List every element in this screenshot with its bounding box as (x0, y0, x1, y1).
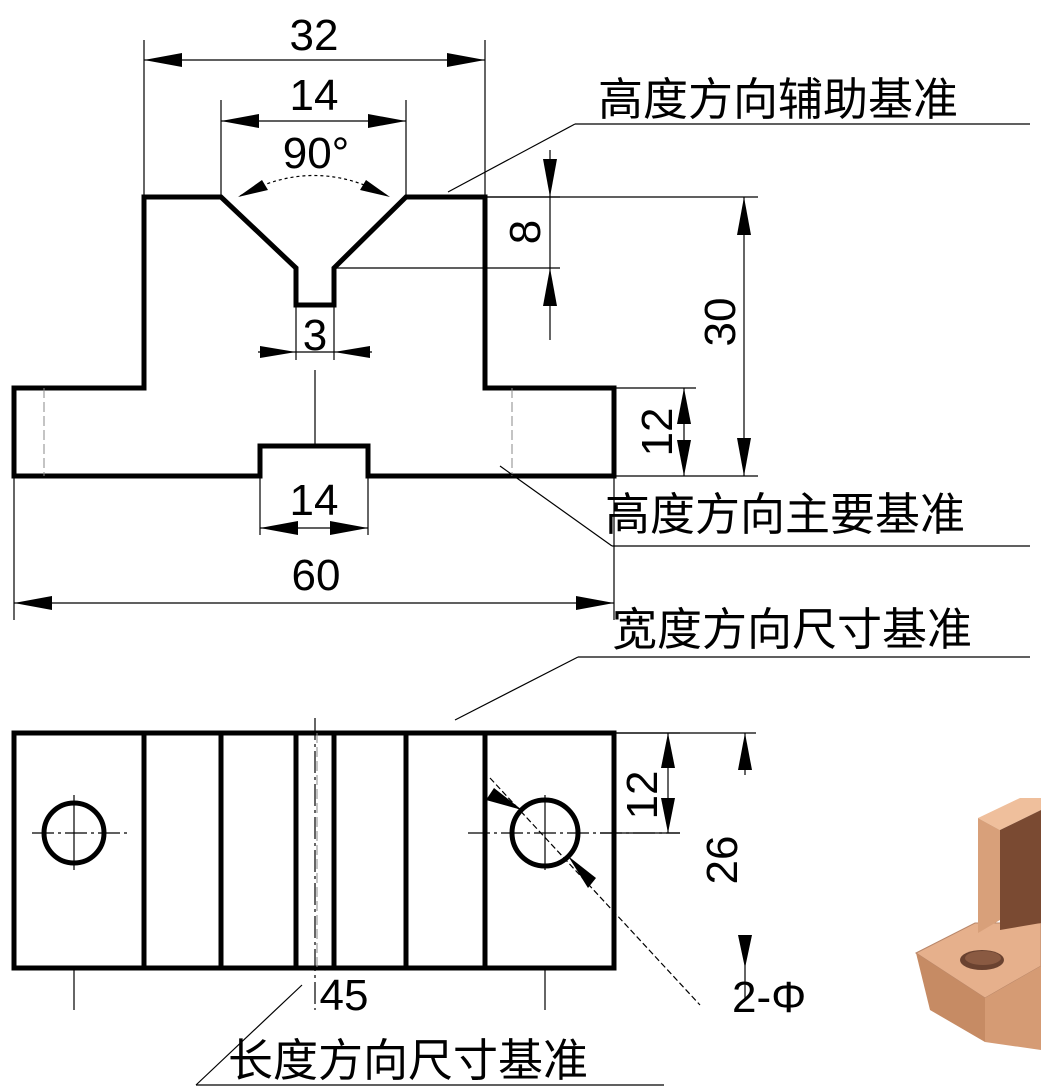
dim-90-angle: 90° (238, 129, 390, 197)
label-width-datum: 宽度方向尺寸基准 (612, 603, 972, 656)
dim-45: 45 (73, 968, 546, 1020)
iso-upright-top (978, 798, 1041, 830)
datum-height-auxiliary: 高度方向辅助基准 (447, 73, 1030, 193)
dim-text-3: 3 (303, 311, 327, 360)
hole-callout-leader (489, 777, 701, 1006)
dim-12-base: 12 (614, 387, 696, 476)
hole-callout: 2-Φ (732, 973, 806, 1022)
dim-text-90: 90° (283, 129, 350, 178)
dim-text-12-base: 12 (633, 408, 682, 457)
dim-14-groove: 14 (220, 71, 407, 197)
dim-60: 60 (13, 476, 615, 620)
dim-3-slot: 3 (258, 305, 372, 360)
label-height-main: 高度方向主要基准 (605, 488, 965, 541)
top-view (11, 718, 701, 1010)
dim-text-45: 45 (320, 971, 369, 1020)
dim-text-8: 8 (501, 220, 550, 244)
dim-14-bottom: 14 (259, 476, 369, 535)
dim-text-30: 30 (696, 298, 745, 347)
iso-upright-side (1000, 810, 1041, 930)
dim-text-32: 32 (290, 11, 339, 60)
iso-base-side (985, 966, 1041, 1050)
dim-30: 30 (485, 196, 758, 477)
iso-upright-front (978, 818, 1000, 933)
iso-base-front (916, 953, 985, 1042)
label-height-auxiliary: 高度方向辅助基准 (598, 73, 958, 126)
datum-length: 长度方向尺寸基准 (195, 984, 664, 1087)
dim-8: 8 (334, 150, 560, 340)
top-view-outline (11, 730, 617, 971)
dim-26: 26 (614, 732, 756, 1000)
isometric-model (915, 798, 1041, 1050)
datum-width: 宽度方向尺寸基准 (454, 603, 1030, 721)
dim-text-26: 26 (698, 836, 747, 885)
label-length-datum: 长度方向尺寸基准 (228, 1034, 588, 1087)
dim-text-hole-callout: 2-Φ (732, 973, 806, 1022)
dim-text-60: 60 (292, 551, 341, 600)
dim-32: 32 (143, 11, 486, 197)
dim-text-14-top: 14 (290, 71, 339, 120)
dim-12-hole: 12 (600, 732, 680, 834)
dim-text-12-hole: 12 (618, 771, 667, 820)
datum-height-main: 高度方向主要基准 (499, 465, 1030, 547)
dim-text-14-bottom: 14 (290, 476, 339, 525)
